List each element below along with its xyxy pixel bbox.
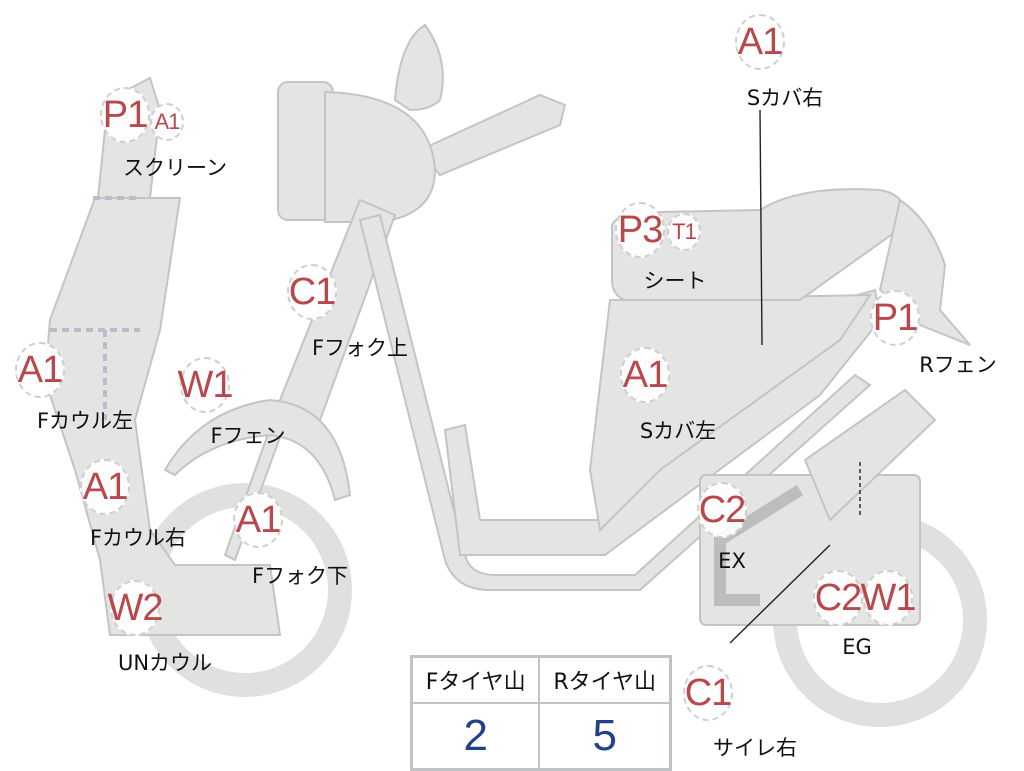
damage-code-badge: P1 [870,290,920,346]
part-label-f-fork-upper: Fフォク上 [311,336,409,360]
tire-tread-table: Fタイヤ山 Rタイヤ山 2 5 [410,655,672,771]
part-label-f-fork-lower: Fフォク下 [251,564,349,588]
damage-code-badge: P3 [615,202,665,258]
damage-code-badge: A1 [15,342,65,398]
damage-code-badge: A1 [150,103,184,141]
shock-shape [803,388,937,522]
handlebar-shape [418,93,567,177]
part-label-f-cowl-left: Fカウル左 [36,409,134,433]
exhaust-pipe [714,484,804,606]
front-tire-header: Fタイヤ山 [410,655,541,704]
part-label-screen: スクリーン [123,156,227,180]
damage-code-badge: A1 [233,492,283,548]
damage-code-badge: W2 [108,580,164,636]
mirror-shape [393,23,444,112]
front-fender-shape [163,398,352,502]
part-label-seat: シート [643,269,707,293]
front-tire-value: 2 [410,702,541,771]
part-label-r-fender: Rフェン [919,353,997,377]
part-label-f-fender: Fフェン [210,424,286,448]
damage-code-badge: A1 [735,14,785,70]
part-label-f-cowl-right: Fカウル右 [89,526,187,550]
rear-tire-value: 5 [538,702,672,771]
damage-code-badge: C1 [683,665,733,721]
part-label-engine: EG [842,635,872,659]
part-label-exhaust: EX [718,549,746,573]
damage-code-badge: C2 [697,482,747,538]
head-cover-shape [324,90,437,223]
damage-code-badge: C2 [813,570,863,626]
damage-code-badge: A1 [80,459,130,515]
part-label-under-cowl: UNカウル [117,651,213,675]
damage-code-badge: T1 [667,213,701,251]
damage-code-badge: C1 [287,264,337,320]
damage-code-badge: W1 [178,357,234,413]
damage-code-badge: A1 [620,347,670,403]
part-label-side-cover-left: Sカバ左 [639,419,717,443]
damage-code-badge: W1 [861,570,917,626]
part-label-silencer-right: サイレ右 [713,736,797,760]
part-label-side-cover-right: Sカバ右 [746,86,824,110]
rear-tire-header: Rタイヤ山 [538,655,672,704]
damage-code-badge: P1 [100,87,150,143]
